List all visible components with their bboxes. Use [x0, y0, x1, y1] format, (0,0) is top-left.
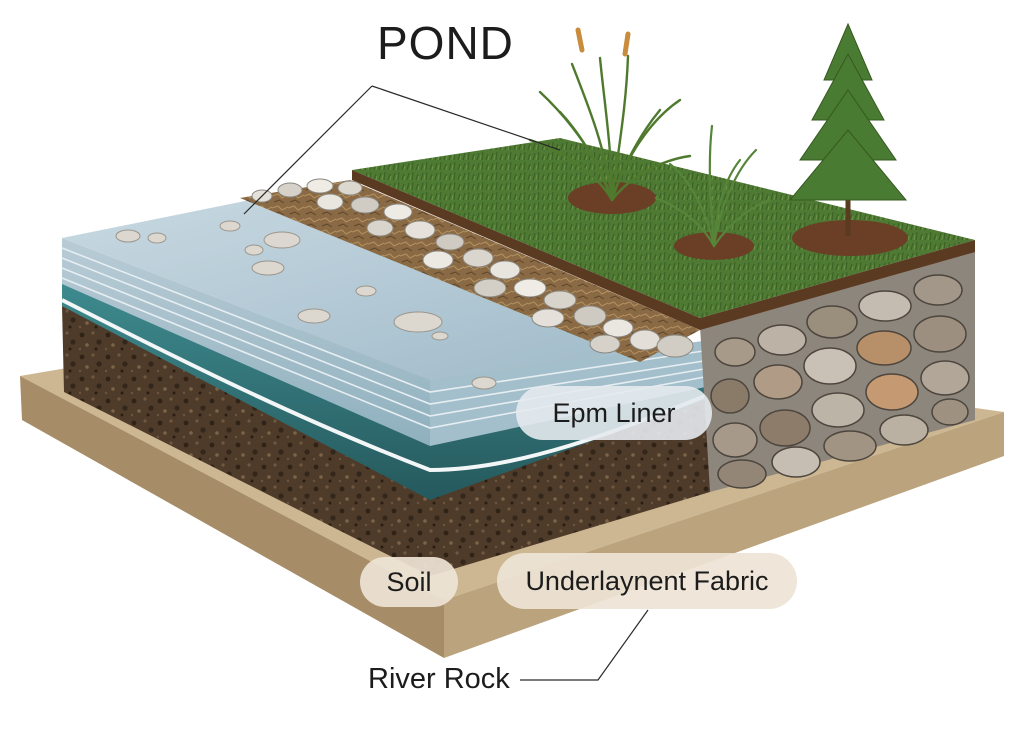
- soil-layer-right: [430, 398, 710, 576]
- pond-water-surface: [62, 200, 710, 380]
- epdm-liner-label: Epm Liner: [516, 386, 712, 440]
- underlayment-fabric-label: Underlaynent Fabric: [497, 553, 797, 609]
- river-rock-label: River Rock: [368, 663, 510, 695]
- lawn-top: [352, 138, 975, 318]
- soil-label: Soil: [360, 557, 458, 607]
- border-rocks: [251, 178, 694, 358]
- wall-stones: [710, 274, 970, 489]
- base-slab-left-face: [20, 376, 444, 658]
- lawn-edge-left: [352, 170, 700, 330]
- underlayment-band: [62, 272, 710, 500]
- diagram-title: POND: [377, 17, 514, 69]
- tree-icon: [788, 22, 908, 201]
- small-grass-icon: [654, 124, 772, 248]
- pond-pebbles: [115, 220, 497, 390]
- lawn-edge-right: [700, 240, 975, 330]
- callout-lines: [243, 85, 649, 681]
- ornamental-grass-icon: [528, 54, 692, 202]
- soil-layer-front: [62, 306, 430, 576]
- grass-plume-icon: [575, 27, 631, 57]
- mulch-circle-tree: [792, 220, 908, 256]
